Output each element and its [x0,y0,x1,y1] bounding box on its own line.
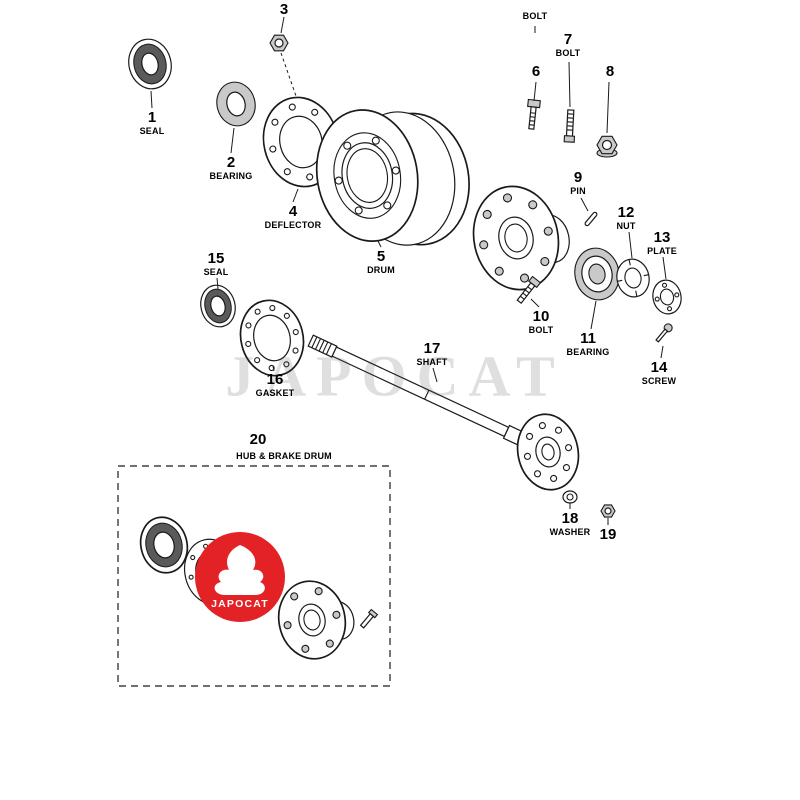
part-18-label: 18 WASHER [550,511,591,538]
part-2-label: 2 BEARING [210,155,253,182]
part-8-label: 8 [606,64,614,80]
part-9-pin-graphic [584,211,598,227]
part-11-label: 11 BEARING [567,331,610,358]
part-8-nut-graphic [596,135,618,158]
part-6-number: 6 [531,63,541,80]
part-5-number: 5 [376,248,386,265]
part-20-name-label: HUB & BRAKE DRUM [236,451,332,463]
leader-lines [150,16,667,525]
part-2-name: BEARING [209,170,253,181]
part-15-name: SEAL [203,266,229,277]
part-9-label: 9 PIN [570,170,586,197]
part-6-name-label: BOLT [523,11,548,23]
part-12-nut-graphic [616,258,650,298]
part-12-name: NUT [616,220,636,231]
part-3-nut-graphic [269,34,289,52]
part-18-name: WASHER [549,526,591,537]
part-13-label: 13 PLATE [647,230,677,257]
part-20-name: HUB & BRAKE DRUM [236,451,332,461]
part-15-label: 15 SEAL [204,251,229,278]
hub-graphic [472,185,570,291]
part-4-label: 4 DEFLECTOR [265,204,322,231]
part-10-number: 10 [532,308,550,325]
part-20-number: 20 [249,431,267,448]
part-11-number: 11 [580,330,596,347]
part-18-number: 18 [561,510,579,527]
part-14-name: SCREW [641,375,677,386]
part-3-number: 3 [279,1,289,18]
assembly-box-outline [117,465,391,687]
part-16-name: GASKET [255,387,295,398]
part-14-label: 14 SCREW [642,360,677,387]
assembly-bolt-graphic [359,608,379,629]
part-16-gasket-graphic [239,299,305,377]
part-17-label: 17 SHAFT [417,341,448,368]
part-9-number: 9 [573,169,583,186]
part-7-name: BOLT [555,47,581,58]
part-12-label: 12 NUT [616,205,635,232]
part-16-label: 16 GASKET [256,372,295,399]
part-17-shaft-flange-graphic [516,413,580,491]
part-13-plate-graphic [652,279,682,315]
part-6-name: BOLT [522,11,548,21]
part-10-name: BOLT [528,324,554,335]
part-14-number: 14 [650,359,668,376]
part-7-number: 7 [563,31,573,48]
part-5-name: DRUM [367,264,395,275]
part-1-label: 1 SEAL [140,110,165,137]
part-10-label: 10 BOLT [529,309,554,336]
part-5-label: 5 DRUM [367,249,395,276]
part-10-bolt-graphic [516,275,542,305]
part-6-bolt-graphic [527,98,541,130]
part-13-name: PLATE [647,245,677,256]
part-12-number: 12 [617,204,635,221]
japocat-logo: JAPOCAT [195,532,285,622]
part-7-label: 7 BOLT [556,32,581,59]
part-5-drum-graphic [315,109,470,246]
part-14-screw-graphic [655,323,673,343]
assembly-hub-graphic [277,580,355,660]
part-7-bolt-graphic [563,109,576,143]
part-11-name: BEARING [566,346,610,357]
part-3-label: 3 [280,2,288,18]
part-1-name: SEAL [139,125,165,136]
part-1-number: 1 [147,109,157,126]
part-19-label: 19 [600,527,617,543]
logo-text: JAPOCAT [211,598,269,610]
part-16-number: 16 [266,371,284,388]
assembly-seal-graphic [139,516,189,574]
part-17-name: SHAFT [416,356,448,367]
part-18-washer-graphic [562,490,578,504]
part-13-number: 13 [653,229,671,246]
part-19-number: 19 [599,526,617,543]
part-8-number: 8 [605,63,615,80]
part-4-name: DEFLECTOR [264,219,322,230]
part-11-bearing-graphic [574,247,620,301]
part-17-number: 17 [423,340,441,357]
part-1-seal-graphic [128,38,172,90]
part-20-number-label: 20 [250,432,267,448]
part-15-number: 15 [207,250,225,267]
part-2-bearing-graphic [216,81,256,127]
part-6-number-label: 6 [532,64,540,80]
part-9-name: PIN [570,185,586,196]
logo-cat-shape [214,545,265,595]
part-19-nut-graphic [600,504,616,518]
part-4-number: 4 [288,203,298,220]
part-2-number: 2 [226,154,236,171]
part-15-seal-graphic [200,284,236,328]
